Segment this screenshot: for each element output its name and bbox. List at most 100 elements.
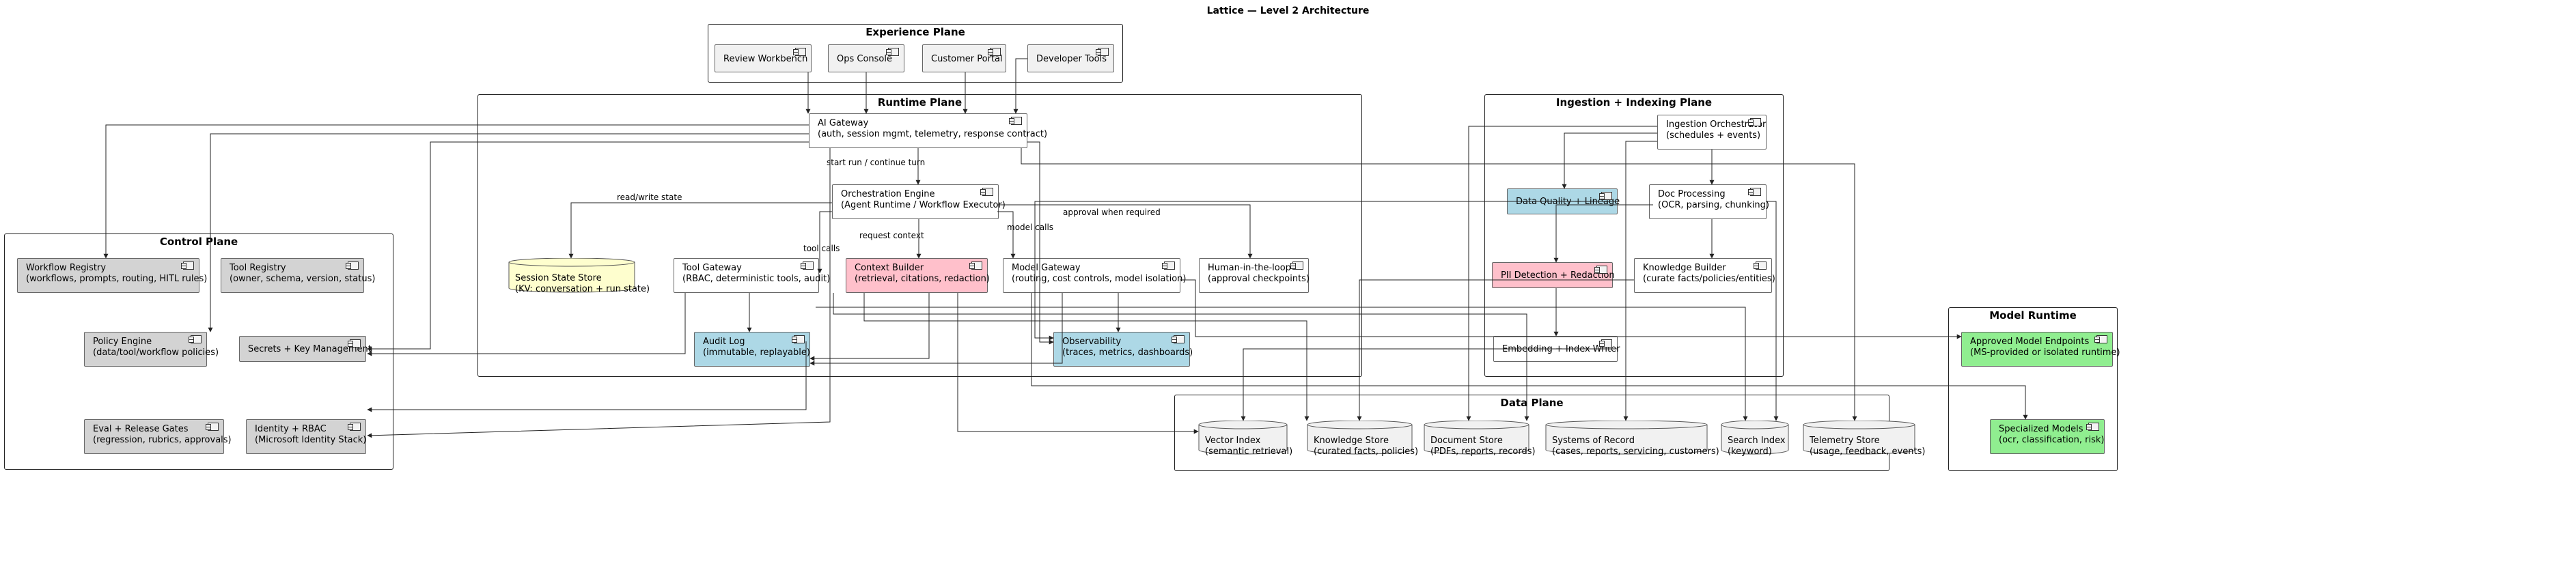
human-in-the-loop-label: Human-in-the-loop (1208, 263, 1291, 273)
ai-gateway[interactable]: AI Gateway(auth, session mgmt, telemetry… (809, 113, 1048, 148)
secrets-key-management[interactable]: Secrets + Key Management (239, 336, 372, 362)
component-icon (346, 261, 359, 270)
component-icon (348, 423, 361, 431)
ingestion-orchestrator[interactable]: Ingestion Orchestrator(schedules + event… (1657, 115, 1767, 150)
context-builder-label: Context Builder (855, 263, 924, 273)
tool-gateway-label: Tool Gateway (682, 263, 742, 273)
component-icon (1162, 261, 1175, 270)
tool-registry-label: Tool Registry (230, 263, 286, 273)
knowledge-builder[interactable]: Knowledge Builder(curate facts/policies/… (1634, 258, 1775, 293)
context-builder-detail: (retrieval, citations, redaction) (855, 274, 990, 284)
doc-processing-detail: (OCR, parsing, chunking) (1658, 200, 1769, 210)
human-in-the-loop[interactable]: Human-in-the-loop(approval checkpoints) (1199, 258, 1310, 293)
data-plane-title: Data Plane (1500, 397, 1564, 409)
component-icon (792, 335, 805, 343)
telemetry-store-title: Telemetry Store (1810, 436, 1880, 446)
edge-label-model-calls: model calls (1007, 223, 1054, 232)
diagram-title-view: Lattice — Level 2 Architecture (1206, 5, 1370, 16)
vector-index[interactable]: Vector Index(semantic retrieval) (1198, 421, 1292, 457)
review-workbench-label: Review Workbench (723, 53, 808, 64)
systems-of-record-detail: (cases, reports, servicing, customers) (1552, 447, 1719, 457)
customer-portal[interactable]: Customer Portal (922, 44, 1006, 72)
context-builder[interactable]: Context Builder(retrieval, citations, re… (846, 258, 990, 293)
component-icon (206, 423, 219, 431)
component-icon (2086, 423, 2099, 431)
data-quality-lineage-label: Data Quality + Lineage (1516, 197, 1620, 207)
component-icon (181, 261, 194, 270)
tool-registry[interactable]: Tool Registry(owner, schema, version, st… (221, 258, 375, 293)
systems-of-record-label: Systems of Record(cases, reports, servic… (1552, 436, 1719, 457)
model-gateway-detail: (routing, cost controls, model isolation… (1012, 274, 1187, 284)
component-icon (980, 188, 993, 196)
runtime-plane-title: Runtime Plane (877, 96, 962, 109)
component-icon (1290, 261, 1303, 270)
database-icon (1721, 421, 1789, 455)
audit-log-detail: (immutable, replayable) (703, 348, 810, 358)
component-icon (189, 335, 202, 343)
pii-detection[interactable]: PII Detection + Redaction (1492, 262, 1615, 288)
telemetry-store[interactable]: Telemetry Store(usage, feedback, events) (1803, 421, 1925, 457)
edge-label-approval: approval when required (1063, 208, 1161, 217)
knowledge-store-label: Knowledge Store(curated facts, policies) (1314, 436, 1418, 457)
edge-label-tool-calls: tool calls (803, 244, 840, 253)
specialized-models-detail: (ocr, classification, risk) (1999, 435, 2105, 445)
identity-rbac[interactable]: Identity + RBAC(Microsoft Identity Stack… (246, 419, 366, 454)
search-index-detail: (keyword) (1728, 447, 1772, 457)
specialized-models[interactable]: Specialized Models(ocr, classification, … (1990, 419, 2105, 454)
pii-detection-label: PII Detection + Redaction (1501, 270, 1615, 281)
edge-label-start-run: start run / continue turn (827, 158, 926, 167)
specialized-models-label: Specialized Models (1999, 424, 2083, 434)
database-icon (1424, 421, 1529, 455)
ai-gateway-detail: (auth, session mgmt, telemetry, response… (818, 129, 1048, 139)
audit-log[interactable]: Audit Log(immutable, replayable) (694, 332, 810, 367)
component-icon (1599, 339, 1612, 348)
customer-portal-label: Customer Portal (931, 53, 1003, 64)
knowledge-builder-label: Knowledge Builder (1643, 263, 1726, 273)
component-icon (1748, 118, 1761, 126)
database-icon (1198, 421, 1288, 455)
document-store[interactable]: Document Store(PDFs, reports, records) (1424, 421, 1536, 457)
edge-label-request-context: request context (859, 231, 924, 240)
workflow-registry-label: Workflow Registry (26, 263, 107, 273)
ai-gateway-label: AI Gateway (818, 118, 869, 128)
workflow-registry[interactable]: Workflow Registry(workflows, prompts, ro… (17, 258, 208, 293)
systems-of-record[interactable]: Systems of Record(cases, reports, servic… (1545, 421, 1719, 457)
control-plane-title: Control Plane (159, 236, 238, 248)
eval-release-gates-label: Eval + Release Gates (93, 424, 189, 434)
ops-console[interactable]: Ops Console (828, 44, 904, 72)
component-icon (348, 339, 361, 348)
model-runtime-plane-title: Model Runtime (1989, 309, 2077, 322)
developer-tools[interactable]: Developer Tools (1027, 44, 1114, 72)
review-workbench[interactable]: Review Workbench (715, 44, 812, 72)
eval-release-gates-detail: (regression, rubrics, approvals) (93, 435, 232, 445)
ingestion-indexing-plane-title: Ingestion + Indexing Plane (1555, 96, 1713, 109)
orchestration-engine-detail: (Agent Runtime / Workflow Executor) (841, 200, 1006, 210)
eval-release-gates[interactable]: Eval + Release Gates(regression, rubrics… (84, 419, 232, 454)
component-icon (1172, 335, 1185, 343)
session-state-store-title: Session State Store (515, 273, 602, 283)
orchestration-engine[interactable]: Orchestration Engine(Agent Runtime / Wor… (832, 184, 1006, 219)
identity-rbac-detail: (Microsoft Identity Stack) (255, 435, 367, 445)
session-state-store-detail: (KV: conversation + run state) (515, 284, 650, 294)
experience-plane-title: Experience Plane (865, 26, 965, 38)
telemetry-store-label: Telemetry Store(usage, feedback, events) (1810, 436, 1925, 457)
workflow-registry-detail: (workflows, prompts, routing, HITL rules… (26, 274, 208, 284)
database-icon (1803, 421, 1915, 455)
policy-engine-label: Policy Engine (93, 337, 152, 347)
observability[interactable]: Observability(traces, metrics, dashboard… (1053, 332, 1193, 367)
observability-detail: (traces, metrics, dashboards) (1062, 348, 1193, 358)
embedding-index-writer[interactable]: Embedding + Index Writer (1493, 336, 1620, 362)
doc-processing[interactable]: Doc Processing(OCR, parsing, chunking) (1649, 184, 1769, 219)
policy-engine[interactable]: Policy Engine(data/tool/workflow policie… (84, 332, 219, 367)
document-store-detail: (PDFs, reports, records) (1430, 447, 1536, 457)
data-quality-lineage[interactable]: Data Quality + Lineage (1507, 188, 1620, 214)
embedding-index-writer-label: Embedding + Index Writer (1502, 344, 1620, 354)
component-icon (1009, 117, 1022, 125)
session-state-store[interactable]: Session State Store(KV: conversation + r… (508, 258, 650, 294)
search-index[interactable]: Search Index(keyword) (1721, 421, 1789, 457)
tool-gateway[interactable]: Tool Gateway(RBAC, deterministic tools, … (674, 258, 830, 293)
model-gateway[interactable]: Model Gateway(routing, cost controls, mo… (1003, 258, 1187, 293)
knowledge-store[interactable]: Knowledge Store(curated facts, policies) (1307, 421, 1418, 457)
vector-index-detail: (semantic retrieval) (1205, 447, 1293, 457)
approved-model-endpoints[interactable]: Approved Model Endpoints(MS-provided or … (1961, 332, 2120, 367)
